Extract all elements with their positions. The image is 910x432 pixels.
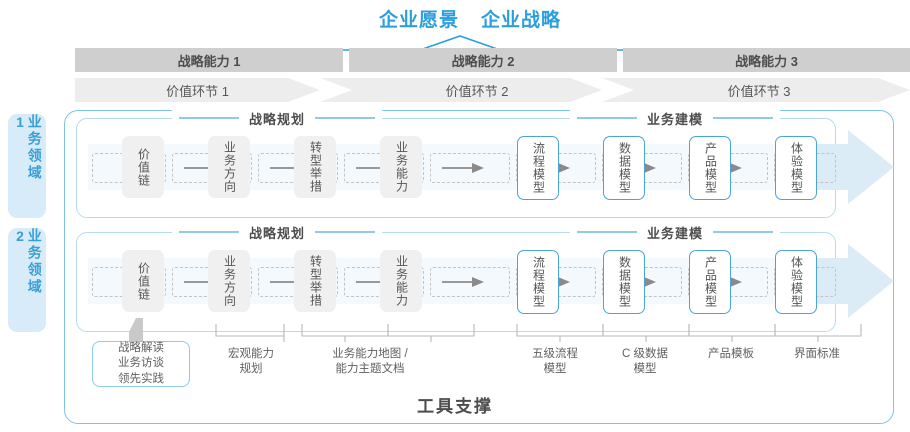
sidebar-item-domain-2[interactable]: 业务领域 2	[8, 228, 46, 332]
capability-header-row: 战略能力 1 战略能力 2 战略能力 3	[75, 48, 910, 72]
sidebar-item-domain-1[interactable]: 业务领域 1	[8, 114, 46, 218]
value-chain-row: 价值环节 1 价值环节 2 价值环节 3	[75, 78, 910, 102]
value-chain-item-2[interactable]: 价值环节 2	[352, 78, 602, 102]
value-chain-label-2: 价值环节 2	[445, 83, 509, 99]
node-process-model-r2[interactable]: 流程模型	[517, 250, 559, 314]
section-rule-left-sp-r2	[179, 231, 239, 233]
node-product-model-r1[interactable]: 产品模型	[689, 136, 731, 200]
tool-label-product-template: 产品模板	[708, 348, 754, 360]
section-label-sp-r1: 战略规划	[249, 111, 306, 127]
section-rule-left-sp-r1	[179, 117, 239, 119]
section-rule-left-bm-r1	[577, 117, 637, 119]
node-data-model-r2[interactable]: 数据模型	[603, 250, 645, 314]
node-label-experience-model-r2: 体验模型	[789, 256, 804, 308]
title-enterprise-vision: 企业愿景	[378, 9, 459, 31]
section-label-sp-r2: 战略规划	[249, 225, 306, 241]
tool-label-capability-map: 业务能力地图 / 能力主题文档	[332, 348, 408, 376]
section-label-bm-r1: 业务建模	[647, 111, 704, 127]
node-label-product-model-r1: 产品模型	[703, 142, 718, 194]
section-rule-right-sp-r2	[315, 231, 376, 233]
section-title-business-modeling-r1: 业务建模	[570, 110, 781, 127]
section-rule-right-bm-r1	[713, 117, 774, 119]
node-process-model-r1[interactable]: 流程模型	[517, 136, 559, 200]
node-experience-model-r1[interactable]: 体验模型	[775, 136, 817, 200]
capability-label-2: 战略能力 2	[451, 53, 515, 69]
footer-title: 工具支撑	[417, 397, 493, 416]
node-business-capability-r2[interactable]: 业务能力	[380, 250, 422, 312]
capability-item-1[interactable]: 战略能力 1	[75, 48, 343, 72]
value-chain-band	[75, 78, 910, 102]
tool-label-strategy-interpretation[interactable]: 战略解读 业务访谈 领先实践	[92, 341, 190, 387]
node-label-product-model-r2: 产品模型	[703, 256, 718, 308]
node-label-transformation-measures-r1: 转型举措	[308, 141, 323, 193]
flow-dash-slot-1-5	[430, 153, 510, 183]
title-enterprise-strategy: 企业战略	[481, 9, 562, 31]
node-label-business-direction-r1: 业务方向	[222, 141, 237, 193]
tool-connectors-icon	[129, 318, 862, 342]
section-rule-right-sp-r1	[315, 117, 376, 119]
node-value-chain-r2[interactable]: 价值链	[122, 250, 164, 312]
section-rule-right-bm-r2	[713, 231, 774, 233]
value-chain-label-1: 价值环节 1	[166, 83, 229, 99]
node-business-capability-r1[interactable]: 业务能力	[380, 136, 422, 198]
node-experience-model-r2[interactable]: 体验模型	[775, 250, 817, 314]
sidebar-label-domain-1: 业务领域 1	[12, 114, 43, 182]
tool-support-frame	[64, 110, 894, 424]
node-label-process-model-r1: 流程模型	[531, 142, 546, 194]
value-chain-chevrons-icon	[288, 78, 910, 102]
capability-item-3[interactable]: 战略能力 3	[623, 48, 910, 72]
tool-label-c-level-data-model: C 级数据 模型	[622, 348, 668, 376]
node-label-value-chain-r2: 价值链	[136, 261, 151, 301]
node-transformation-measures-r1[interactable]: 转型举措	[294, 136, 336, 198]
capability-label-3: 战略能力 3	[735, 53, 798, 69]
flow-band-arrowhead-2-icon	[794, 244, 894, 318]
node-label-value-chain-r1: 价值链	[136, 147, 151, 187]
node-business-direction-r1[interactable]: 业务方向	[208, 136, 250, 198]
section-title-strategy-planning-r1: 战略规划	[172, 110, 383, 127]
flow-band-arrowhead-1-icon	[794, 130, 894, 204]
node-label-business-direction-r2: 业务方向	[222, 255, 237, 307]
node-label-data-model-r1: 数据模型	[617, 142, 632, 194]
capability-label-1: 战略能力 1	[177, 53, 241, 69]
value-chain-item-3[interactable]: 价值环节 3	[634, 78, 884, 102]
section-title-strategy-planning-r2: 战略规划	[172, 224, 383, 241]
node-label-data-model-r2: 数据模型	[617, 256, 632, 308]
node-transformation-measures-r2[interactable]: 转型举措	[294, 250, 336, 312]
section-rule-left-bm-r2	[577, 231, 637, 233]
tool-label-ui-standard: 界面标准	[794, 348, 840, 360]
node-product-model-r2[interactable]: 产品模型	[689, 250, 731, 314]
node-label-transformation-measures-r2: 转型举措	[308, 255, 323, 307]
tool-label-macro-capability-planning: 宏观能力 规划	[228, 348, 274, 376]
section-title-business-modeling-r2: 业务建模	[570, 224, 781, 241]
node-business-direction-r2[interactable]: 业务方向	[208, 250, 250, 312]
node-label-business-capability-r1: 业务能力	[394, 141, 409, 193]
node-data-model-r1[interactable]: 数据模型	[603, 136, 645, 200]
node-label-experience-model-r1: 体验模型	[789, 142, 804, 194]
top-titles: 企业愿景 企业战略	[330, 4, 610, 32]
node-value-chain-r1[interactable]: 价值链	[122, 136, 164, 198]
capability-item-2[interactable]: 战略能力 2	[349, 48, 617, 72]
value-chain-label-3: 价值环节 3	[727, 83, 791, 99]
node-label-business-capability-r2: 业务能力	[394, 255, 409, 307]
section-label-bm-r2: 业务建模	[647, 225, 704, 241]
node-label-process-model-r2: 流程模型	[531, 256, 546, 308]
flow-dash-slot-2-5	[430, 267, 510, 297]
tool-label-five-level-process-model: 五级流程 模型	[532, 348, 578, 376]
sidebar-label-domain-2: 业务领域 2	[12, 228, 43, 296]
value-chain-item-1[interactable]: 价值环节 1	[75, 78, 320, 102]
